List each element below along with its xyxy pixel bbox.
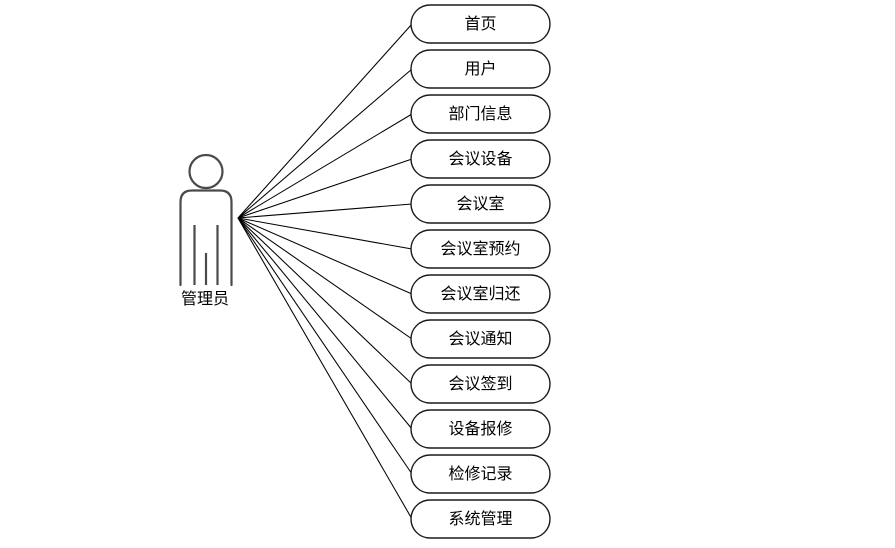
actor-body-icon	[179, 189, 233, 287]
use-case-uc-11[interactable]: 检修记录	[410, 454, 551, 494]
use-case-uc-12[interactable]: 系统管理	[410, 499, 551, 539]
use-case-ellipse	[410, 319, 551, 359]
use-case-label: 系统管理	[448, 510, 512, 528]
use-case-ellipse	[410, 49, 551, 89]
use-case-uc-10[interactable]: 设备报修	[410, 409, 551, 449]
use-case-uc-7[interactable]: 会议室归还	[410, 274, 551, 314]
use-case-label: 部门信息	[448, 105, 512, 123]
use-case-uc-9[interactable]: 会议签到	[410, 364, 551, 404]
use-case-ellipse	[410, 94, 551, 134]
use-case-label: 会议设备	[448, 150, 512, 168]
actor-label: 管理员	[181, 290, 229, 308]
use-case-label: 设备报修	[448, 420, 512, 438]
use-case-ellipse	[410, 499, 551, 539]
association-line	[237, 217, 413, 340]
use-case-ellipse	[410, 184, 551, 224]
use-case-label: 会议签到	[448, 375, 512, 393]
use-case-uc-5[interactable]: 会议室	[410, 184, 551, 224]
use-case-uc-2[interactable]: 用户	[410, 49, 551, 89]
association-line	[237, 203, 413, 219]
use-case-ellipse	[410, 409, 551, 449]
association-line	[237, 217, 413, 385]
use-case-ellipse	[410, 139, 551, 179]
use-case-uc-6[interactable]: 会议室预约	[410, 229, 551, 269]
association-line	[237, 217, 413, 430]
association-line	[237, 158, 413, 219]
association-line	[237, 68, 413, 219]
use-case-label: 检修记录	[448, 465, 512, 483]
use-case-label: 会议室	[456, 195, 504, 213]
use-case-label: 用户	[464, 60, 496, 78]
use-case-ellipse	[410, 274, 551, 314]
use-case-ellipse	[410, 229, 551, 269]
association-line	[237, 217, 413, 475]
actor-head-icon	[188, 153, 224, 190]
use-case-uc-4[interactable]: 会议设备	[410, 139, 551, 179]
use-case-label: 会议室预约	[440, 240, 520, 258]
association-lines-group	[237, 23, 413, 520]
use-case-label: 首页	[464, 15, 496, 33]
association-line	[237, 217, 413, 520]
use-case-ellipse	[410, 4, 551, 44]
use-case-ellipse	[410, 364, 551, 404]
use-case-ellipse	[410, 454, 551, 494]
use-case-label: 会议通知	[448, 330, 512, 348]
association-line	[237, 113, 413, 219]
association-line	[237, 217, 413, 250]
actor-admin[interactable]: 管理员	[179, 153, 233, 308]
use-case-label: 会议室归还	[440, 285, 520, 303]
association-line	[237, 217, 413, 295]
use-case-uc-3[interactable]: 部门信息	[410, 94, 551, 134]
association-line	[237, 23, 413, 219]
use-case-uc-8[interactable]: 会议通知	[410, 319, 551, 359]
use-case-uc-1[interactable]: 首页	[410, 4, 551, 44]
use-cases-group: 首页用户部门信息会议设备会议室会议室预约会议室归还会议通知会议签到设备报修检修记…	[410, 4, 551, 539]
